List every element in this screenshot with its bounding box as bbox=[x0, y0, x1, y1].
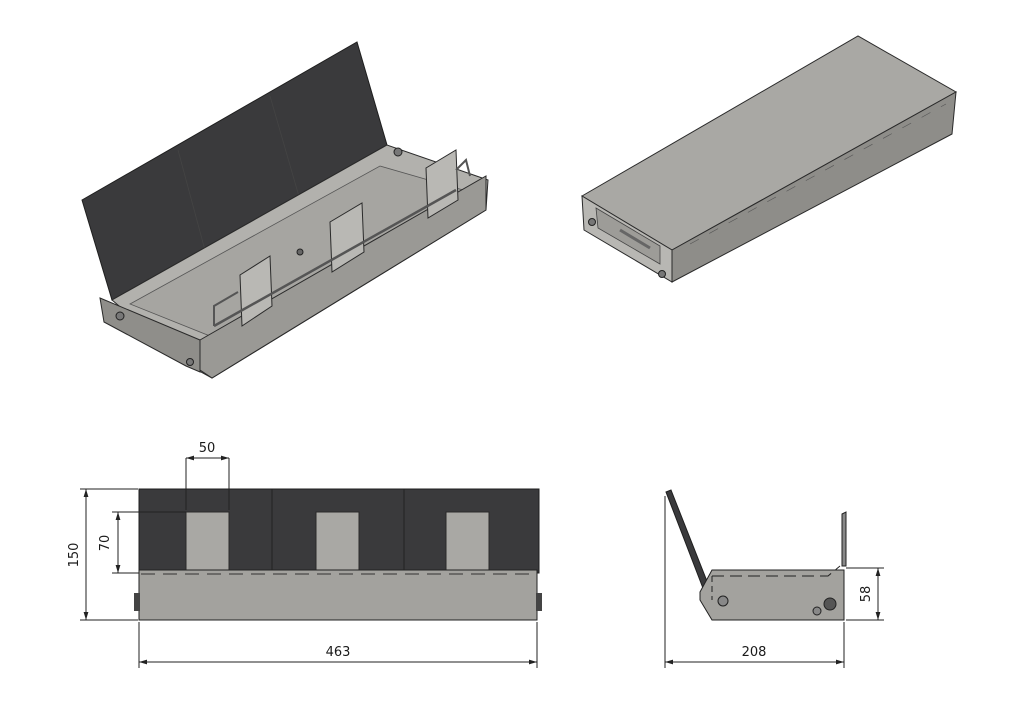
cutout-1 bbox=[185, 511, 230, 574]
cutout-3 bbox=[445, 511, 490, 574]
dim-total-height: 150 bbox=[67, 543, 82, 568]
front-tray-body bbox=[138, 569, 538, 621]
cutout-2 bbox=[315, 511, 360, 574]
divider-1 bbox=[239, 255, 273, 327]
side-view: 208 58 bbox=[664, 489, 884, 668]
front-view: 50 150 70 463 bbox=[67, 441, 542, 668]
dim-depth: 208 bbox=[742, 645, 767, 660]
dim-box-height: 58 bbox=[859, 586, 874, 603]
dim-cutout-height: 70 bbox=[98, 535, 113, 552]
dim-total-length: 463 bbox=[326, 645, 351, 660]
dim-cutout-width: 50 bbox=[199, 441, 216, 456]
isometric-view-open bbox=[81, 41, 489, 379]
side-tray-body bbox=[699, 569, 845, 621]
isometric-view-closed bbox=[581, 35, 958, 283]
side-lid bbox=[665, 489, 713, 597]
